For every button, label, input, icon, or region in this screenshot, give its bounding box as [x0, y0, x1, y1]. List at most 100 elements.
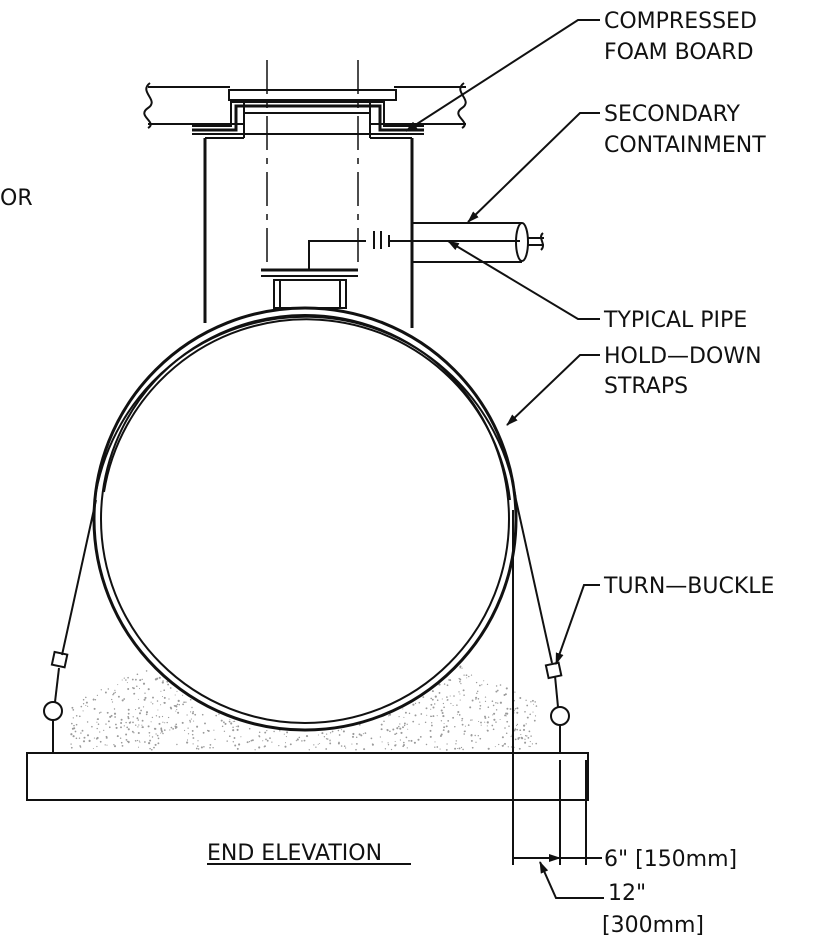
- gravel-dot: [487, 716, 490, 718]
- manhole-lid: [228, 89, 397, 101]
- gravel-dot: [127, 712, 130, 715]
- gravel-dot: [403, 724, 406, 727]
- gravel-dot: [196, 725, 199, 728]
- gravel-dot: [109, 726, 111, 729]
- gravel-dot: [203, 746, 205, 748]
- gravel-dot: [142, 706, 145, 708]
- leader-typical-pipe: [447, 240, 600, 320]
- gravel-dot: [148, 731, 151, 734]
- gravel-dot: [534, 701, 536, 703]
- gravel-bedding: [70, 665, 538, 751]
- gravel-dot: [138, 724, 140, 726]
- gravel-dot: [237, 725, 240, 728]
- gravel-dot: [285, 736, 287, 738]
- gravel-dot: [471, 699, 474, 702]
- lid-ring-lower: [243, 112, 371, 138]
- gravel-dot: [71, 727, 74, 730]
- gravel-dot: [134, 739, 137, 742]
- gravel-dot: [140, 709, 142, 712]
- gravel-dot: [506, 720, 509, 723]
- gravel-dot: [468, 675, 470, 678]
- gravel-dot: [155, 733, 157, 735]
- gravel-dot: [93, 737, 95, 739]
- gravel-dot: [509, 708, 512, 710]
- gravel-dot: [408, 739, 410, 742]
- gravel-dot: [97, 723, 100, 725]
- gravel-dot: [192, 710, 194, 713]
- gravel-dot: [458, 747, 461, 750]
- gravel-dot: [387, 742, 389, 744]
- gravel-dot: [152, 696, 154, 699]
- gravel-dot: [465, 674, 468, 677]
- gravel-dot: [298, 736, 301, 739]
- gravel-dot: [400, 731, 403, 734]
- gravel-dot: [381, 741, 383, 743]
- gravel-dot: [230, 722, 233, 725]
- gravel-dot: [201, 713, 204, 716]
- gravel-dot: [396, 727, 399, 730]
- gravel-dot: [380, 728, 383, 731]
- gravel-dot: [463, 694, 465, 696]
- gravel-dot: [398, 725, 400, 728]
- gravel-dot: [87, 705, 89, 707]
- gravel-dot: [197, 740, 199, 742]
- gravel-dot: [238, 743, 241, 746]
- gravel-dot: [364, 732, 367, 734]
- gravel-dot: [109, 715, 112, 718]
- gravel-dot: [114, 723, 117, 726]
- gravel-dot: [484, 717, 487, 719]
- gravel-dot: [410, 739, 413, 742]
- gravel-dot: [286, 731, 289, 734]
- gravel-dot: [431, 698, 434, 701]
- gravel-dot: [158, 722, 161, 725]
- gravel-dot: [461, 667, 463, 669]
- concrete-base-slab: [26, 752, 589, 801]
- gravel-dot: [404, 711, 407, 714]
- gravel-dot: [491, 700, 494, 702]
- gravel-dot: [414, 702, 417, 705]
- gravel-dot: [455, 740, 458, 742]
- gravel-dot: [139, 707, 141, 709]
- gravel-dot: [191, 733, 194, 736]
- gravel-dot: [323, 736, 326, 738]
- gravel-dot: [204, 722, 206, 725]
- gravel-dot: [176, 690, 178, 692]
- gravel-dot: [475, 696, 478, 699]
- gravel-dot: [133, 732, 135, 734]
- gravel-dot: [72, 735, 75, 738]
- gravel-dot: [446, 684, 449, 687]
- gravel-dot: [442, 702, 445, 705]
- gravel-dot: [425, 707, 428, 710]
- gravel-dot: [228, 720, 231, 723]
- gravel-dot: [158, 676, 161, 679]
- gravel-dot: [431, 722, 433, 724]
- label-compressed: COMPRESSED: [604, 9, 757, 34]
- gravel-dot: [530, 735, 532, 737]
- gravel-dot: [480, 724, 482, 726]
- gravel-dot: [388, 713, 392, 716]
- gravel-dot: [147, 725, 150, 728]
- gravel-dot: [218, 713, 220, 715]
- tank-shell-inner: [100, 314, 510, 724]
- gravel-dot: [284, 742, 287, 744]
- gravel-dot: [296, 738, 299, 741]
- gravel-dot: [514, 728, 517, 730]
- gravel-dot: [206, 729, 209, 732]
- turn-buckle-left: [50, 650, 69, 669]
- gravel-dot: [197, 745, 199, 747]
- gravel-dot: [470, 734, 473, 737]
- gravel-dot: [406, 747, 408, 749]
- gravel-dot: [103, 729, 105, 732]
- gravel-dot: [425, 743, 428, 746]
- gravel-dot: [144, 692, 146, 694]
- gravel-dot: [143, 698, 146, 701]
- gravel-dot: [458, 691, 460, 693]
- gravel-dot: [121, 745, 124, 747]
- gravel-dot: [461, 723, 464, 726]
- label-turn-buckle: TURN—BUCKLE: [603, 574, 774, 599]
- gravel-dot: [136, 739, 139, 742]
- gravel-dot: [141, 724, 143, 726]
- gravel-dot: [380, 723, 383, 726]
- gravel-dot: [166, 680, 169, 683]
- gravel-dot: [73, 724, 75, 727]
